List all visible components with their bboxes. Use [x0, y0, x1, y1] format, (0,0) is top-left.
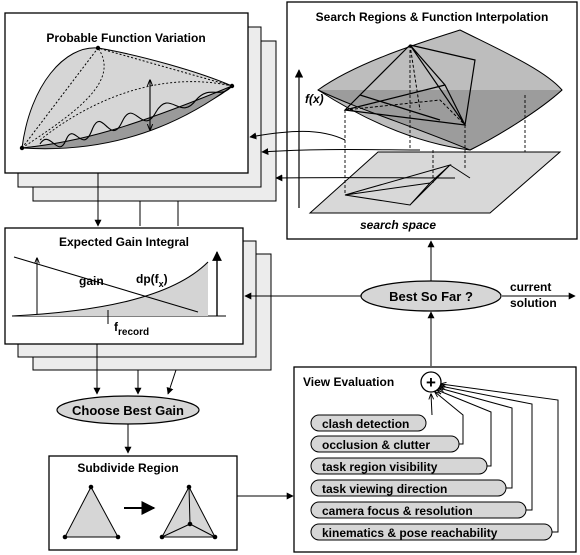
criterion-label: task region visibility — [322, 460, 438, 474]
vertex — [115, 534, 121, 540]
best-so-far-ellipse — [360, 280, 502, 312]
view-evaluation-panel: View Evaluation + clash detection occlus… — [293, 366, 577, 553]
dp-area — [12, 262, 208, 316]
dp-curve — [11, 261, 209, 317]
node-top — [95, 45, 101, 51]
record-label: frecord — [114, 320, 149, 338]
panel-title: Subdivide Region — [77, 461, 178, 475]
triangle-after-split — [161, 486, 216, 538]
gain-label: gain — [79, 274, 104, 288]
flow-connectors — [93, 130, 576, 500]
dp-label-sub: x — [159, 279, 164, 289]
criterion-label: camera focus & resolution — [322, 504, 473, 518]
criterion-label: kinematics & pose reachability — [322, 526, 498, 540]
choose-best-gain-label: Choose Best Gain — [72, 403, 184, 418]
panel-title: Search Regions & Function Interpolation — [316, 10, 549, 24]
node-right — [229, 83, 235, 89]
dp-label-close: ) — [164, 272, 168, 286]
vertex — [159, 534, 165, 540]
fx-axis-label: f(x) — [305, 92, 324, 106]
vertex — [186, 484, 192, 490]
oscillating-curve — [39, 85, 233, 148]
sr-to-pf-1 — [249, 130, 346, 141]
dp-label-main: dp(f — [136, 272, 160, 286]
subdivide-panel: Subdivide Region — [48, 455, 238, 551]
sr-to-pf-2 — [261, 148, 421, 156]
best-so-far-node: Best So Far ? — [360, 280, 502, 312]
search-plane — [308, 151, 562, 214]
panel-title: Expected Gain Integral — [59, 235, 189, 249]
choose-best-gain-ellipse — [56, 395, 200, 425]
criterion-label: task viewing direction — [322, 482, 447, 496]
record-label-sub: record — [118, 327, 149, 338]
vertex-new — [187, 521, 193, 527]
dp-label: dp(fx) — [136, 272, 168, 289]
sum-symbol: + — [426, 373, 436, 392]
search-space-label: search space — [360, 218, 436, 232]
vertex — [88, 484, 94, 490]
vertex — [212, 534, 218, 540]
surface-mesh-dashed — [344, 44, 466, 126]
criterion-label: occlusion & clutter — [322, 438, 430, 452]
output-label-line2: solution — [510, 296, 557, 310]
criterion-feeds — [431, 384, 559, 533]
triangle-after — [161, 485, 216, 538]
plane-triangulation — [344, 163, 471, 206]
panel-title: View Evaluation — [303, 375, 394, 389]
panel-title: Probable Function Variation — [46, 31, 205, 45]
criterion-pill — [310, 414, 427, 432]
best-so-far-label: Best So Far ? — [389, 289, 473, 304]
node-left — [19, 145, 25, 151]
expected-gain-panel: Expected Gain Integral gain dp(fx) freco… — [4, 227, 272, 371]
vertex — [62, 534, 68, 540]
eg-to-choose-3 — [166, 369, 177, 395]
surface-mesh — [343, 44, 476, 126]
choose-best-gain-node: Choose Best Gain — [56, 395, 200, 425]
output-label-line1: current — [510, 280, 551, 294]
criterion-label: clash detection — [322, 417, 409, 431]
gain-line — [13, 256, 199, 313]
dotted-mid — [21, 47, 233, 149]
search-regions-panel: Search Regions & Function Interpolation … — [286, 1, 578, 240]
probable-function-panel: Probable Function Variation — [4, 12, 277, 202]
record-label-main: f — [114, 320, 119, 334]
triangle-before — [64, 485, 119, 538]
projection-lines — [344, 45, 526, 195]
